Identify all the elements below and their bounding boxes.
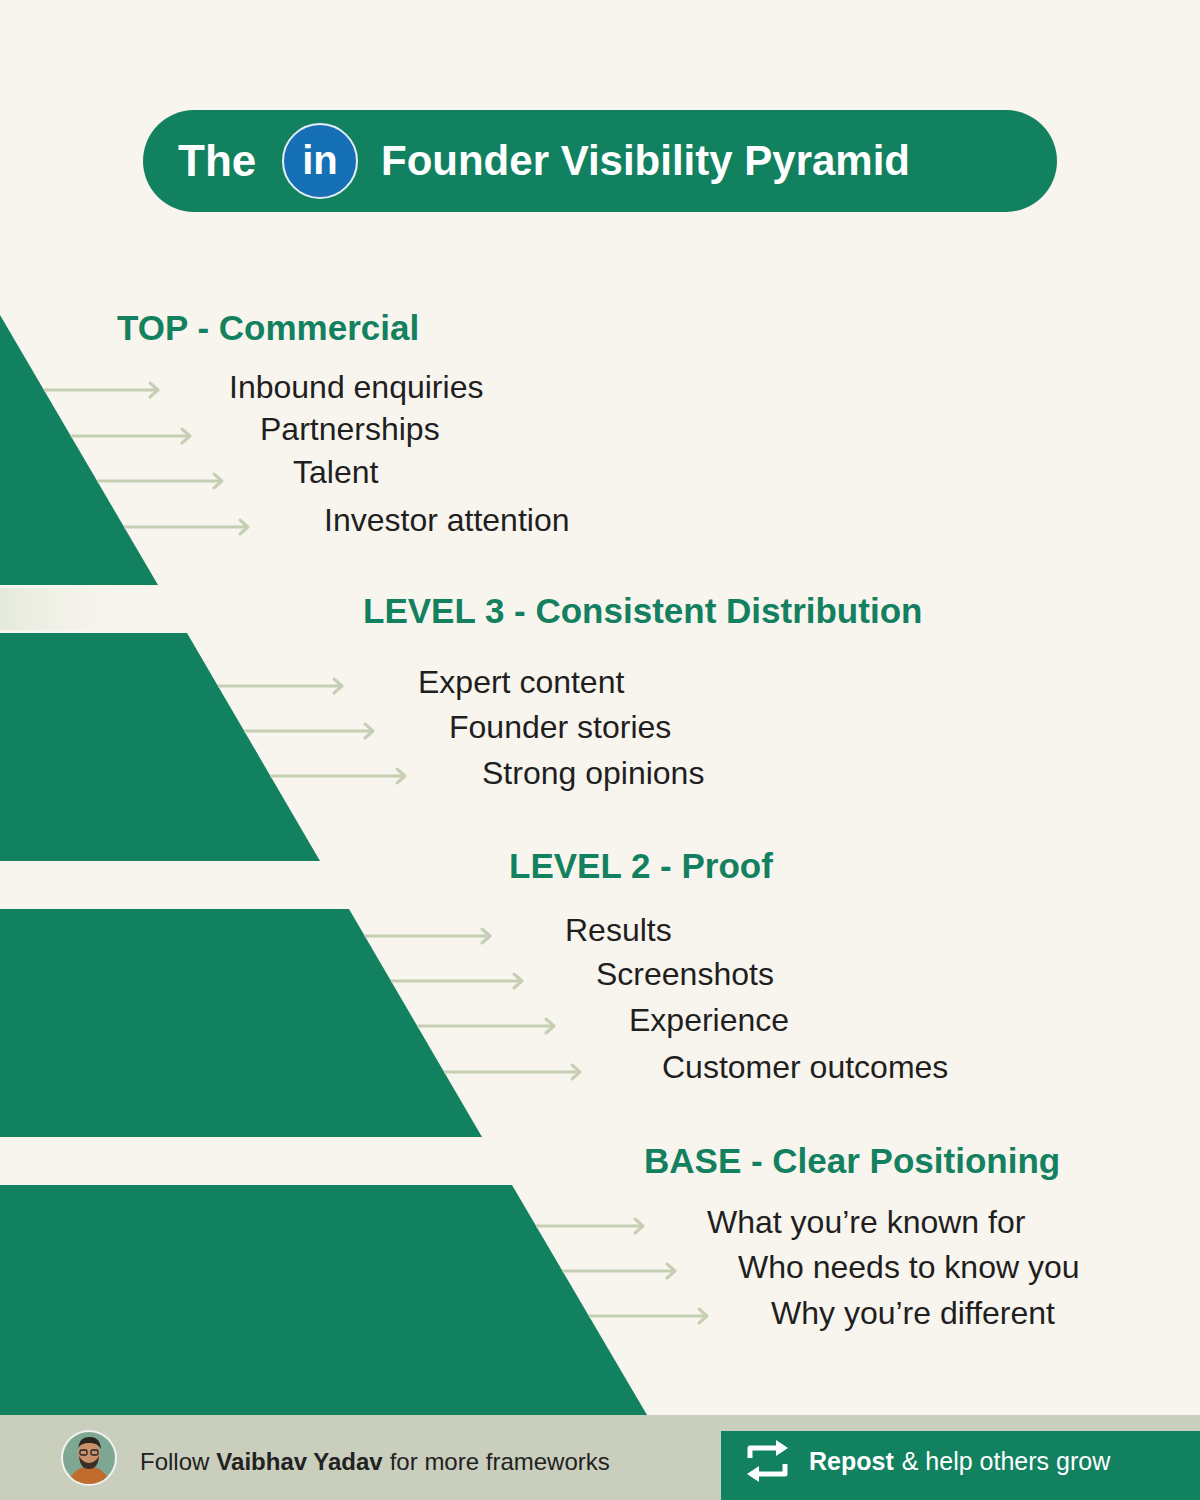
level-item: Who needs to know you: [738, 1250, 1080, 1285]
level-heading: TOP - Commercial: [117, 309, 419, 348]
repost-text: & help others grow: [902, 1448, 1110, 1476]
leader-arrow: [97, 480, 222, 483]
leader-arrow: [589, 1315, 707, 1318]
level-heading: BASE - Clear Positioning: [644, 1142, 1060, 1181]
pyramid-band: LEVEL 2 - ProofResultsScreenshotsExperie…: [0, 840, 1200, 1137]
footer-name: Vaibhav Yadav: [216, 1449, 382, 1475]
level-item: Screenshots: [596, 957, 774, 992]
pyramid-band-shape: [0, 909, 482, 1137]
leader-arrowhead: [572, 1065, 580, 1079]
leader-arrow: [71, 435, 190, 438]
leader-arrow: [562, 1270, 675, 1273]
level-item: Customer outcomes: [662, 1050, 948, 1085]
leader-arrowhead: [150, 383, 158, 397]
level-item: Expert content: [418, 665, 624, 700]
level-item: Strong opinions: [482, 756, 704, 791]
level-item: Why you’re different: [771, 1296, 1055, 1331]
level-item: Talent: [293, 455, 378, 490]
leader-arrow: [124, 526, 248, 529]
linkedin-logo: in: [282, 123, 358, 199]
leader-arrow: [365, 935, 490, 938]
leader-arrow: [536, 1225, 643, 1228]
leader-arrowhead: [699, 1309, 707, 1323]
level-item: What you’re known for: [707, 1205, 1025, 1240]
logo-text: in: [284, 138, 356, 182]
leader-arrowhead: [482, 929, 490, 943]
leader-arrowhead: [514, 974, 522, 988]
text-row: Repost & help others grow: [809, 1448, 1110, 1476]
pyramid-band-shape: [0, 315, 158, 585]
pyramid-band: BASE - Clear PositioningWhat you’re know…: [0, 1137, 1200, 1415]
leader-arrowhead: [397, 769, 405, 783]
title-pill: The Founder Visibility Pyramid in: [143, 110, 1057, 212]
leader-arrowhead: [214, 474, 222, 488]
leader-arrow: [270, 775, 405, 778]
leader-arrowhead: [546, 1019, 554, 1033]
leader-arrow: [417, 1025, 554, 1028]
title-text: Founder Visibility Pyramid: [381, 138, 910, 184]
level-heading: LEVEL 2 - Proof: [509, 847, 773, 886]
level-item: Partnerships: [260, 412, 440, 447]
leader-arrow: [218, 685, 342, 688]
level-item: Inbound enquiries: [229, 370, 483, 405]
faded-stripe: [0, 588, 150, 630]
leader-arrowhead: [182, 429, 190, 443]
level-item: Founder stories: [449, 710, 671, 745]
leader-arrow: [244, 730, 373, 733]
level-heading: LEVEL 3 - Consistent Distribution: [363, 592, 922, 631]
leader-arrowhead: [334, 679, 342, 693]
pyramid-band-shape: [0, 1185, 647, 1415]
repost-text: Repost: [809, 1448, 894, 1476]
leader-arrowhead: [365, 724, 373, 738]
level-item: Results: [565, 913, 672, 948]
leader-arrow: [44, 389, 158, 392]
leader-arrowhead: [635, 1219, 643, 1233]
text-row: Follow Vaibhav Yadav for more frameworks: [140, 1449, 610, 1475]
footer-repost-box: Repost & help others grow: [721, 1431, 1200, 1500]
title-text: The: [178, 137, 256, 185]
leader-arrow: [391, 980, 522, 983]
leader-arrow: [444, 1071, 580, 1074]
leader-arrowhead: [667, 1264, 675, 1278]
footer-text: Follow: [140, 1449, 209, 1475]
leader-arrowhead: [240, 520, 248, 534]
level-item: Investor attention: [324, 503, 569, 538]
level-item: Experience: [629, 1003, 789, 1038]
footer-text: for more frameworks: [390, 1449, 610, 1475]
pyramid-band-shape: [0, 633, 320, 861]
pyramid-band: LEVEL 3 - Consistent DistributionExpert …: [0, 585, 1200, 861]
pyramid-band: TOP - CommercialInbound enquiriesPartner…: [0, 290, 1200, 585]
